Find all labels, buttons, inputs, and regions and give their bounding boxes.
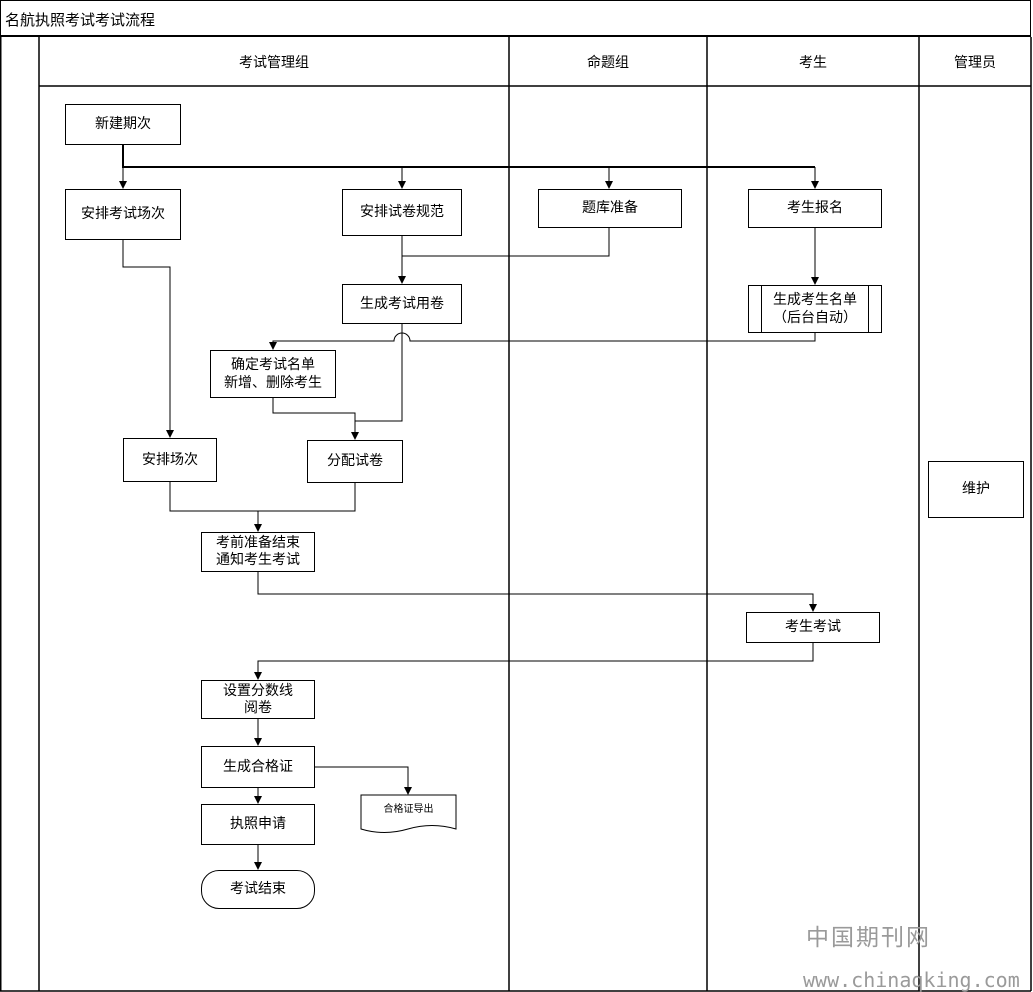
node-cert-export-label: 合格证导出	[383, 804, 434, 815]
node-candidate-exam: 考生考试	[746, 612, 880, 643]
node-license-apply: 执照申请	[201, 804, 315, 845]
node-confirm-list-line2: 新增、删除考生	[224, 375, 322, 391]
node-arrange-sessions: 安排考试场次	[65, 189, 181, 240]
node-candidate-list-line1: 生成考生名单	[773, 291, 857, 308]
node-confirm-list-line1: 确定考试名单	[231, 356, 315, 373]
lane-header-exam-management: 考试管理组	[239, 55, 309, 71]
node-arrange-room: 安排场次	[123, 438, 217, 482]
node-gen-certificate: 生成合格证	[201, 746, 315, 788]
watermark-url: www.chinaqking.com	[803, 968, 1020, 992]
node-set-score-line1: 设置分数线	[223, 682, 293, 699]
node-candidate-list-line2: （后台自动）	[773, 310, 857, 326]
diagram-title-bar: 名航执照考试考试流程	[0, 0, 1031, 37]
node-new-period: 新建期次	[65, 104, 181, 145]
node-candidate-list: 生成考生名单 （后台自动）	[748, 285, 882, 333]
node-question-bank: 题库准备	[538, 189, 682, 228]
node-set-score: 设置分数线 阅卷	[201, 680, 315, 719]
diagram-title: 名航执照考试考试流程	[5, 11, 156, 29]
node-maintain: 维护	[928, 461, 1024, 518]
node-candidate-register: 考生报名	[748, 189, 882, 228]
lane-header-question-team: 命题组	[587, 55, 629, 71]
node-arrange-paper-spec: 安排试卷规范	[342, 189, 462, 236]
lane-header-candidate: 考生	[799, 55, 827, 71]
node-confirm-list: 确定考试名单 新增、删除考生	[210, 350, 336, 398]
node-prep-done-line2: 通知考生考试	[216, 552, 300, 568]
node-assign-paper: 分配试卷	[307, 440, 403, 483]
lane-header-admin: 管理员	[954, 55, 996, 71]
watermark-cn: 中国期刊网	[806, 925, 931, 951]
node-prep-done-line1: 考前准备结束	[216, 535, 300, 552]
node-set-score-line2: 阅卷	[244, 699, 272, 716]
node-generate-paper: 生成考试用卷	[342, 284, 462, 324]
cert-export-doc-shape	[360, 794, 457, 833]
node-exam-end: 考试结束	[201, 870, 315, 909]
node-prep-done: 考前准备结束 通知考生考试	[201, 532, 315, 572]
